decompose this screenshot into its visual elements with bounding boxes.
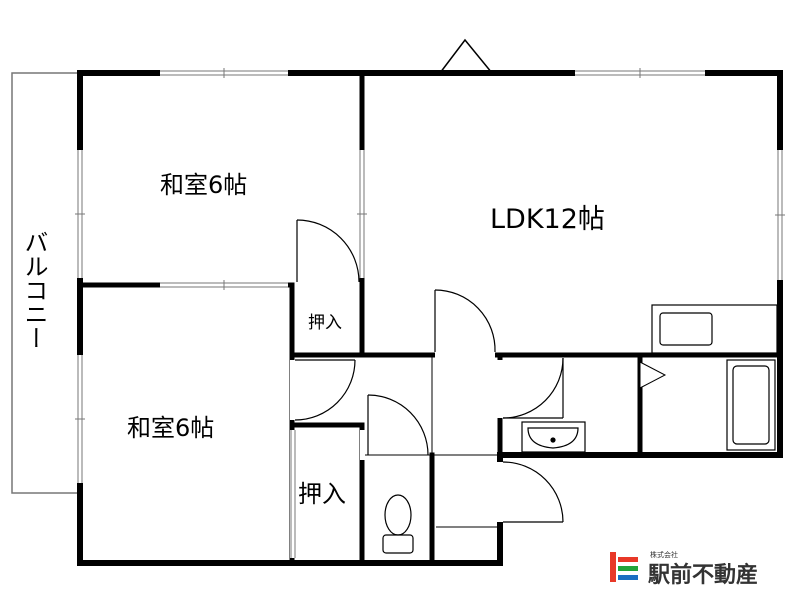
room-label-washitsu-bottom: 和室6帖 xyxy=(127,414,214,442)
room-label-balcony: バルコニー xyxy=(20,230,48,350)
room-label-washitsu-top: 和室6帖 xyxy=(160,171,247,199)
logo-mark-icon xyxy=(610,552,638,582)
bathtub xyxy=(726,359,776,451)
washer-marker xyxy=(639,361,667,389)
logo-company-name: 駅前不動産 xyxy=(648,562,758,588)
kitchen-sink xyxy=(651,304,778,354)
company-logo: 株式会社 駅前不動産 xyxy=(610,550,758,588)
windows xyxy=(75,68,785,483)
interior-walls xyxy=(77,70,783,566)
room-label-oshiire-bottom: 押入 xyxy=(298,480,346,508)
logo-company-prefix: 株式会社 xyxy=(650,550,678,559)
room-label-oshiire-top: 押入 xyxy=(308,313,342,333)
entrance-marker xyxy=(438,38,494,74)
washbasin xyxy=(521,421,586,453)
toilet xyxy=(382,494,414,554)
door-swings xyxy=(294,219,564,523)
thin-lines xyxy=(365,355,500,528)
wall-openings xyxy=(160,150,503,558)
room-label-ldk: LDK12帖 xyxy=(490,204,605,235)
